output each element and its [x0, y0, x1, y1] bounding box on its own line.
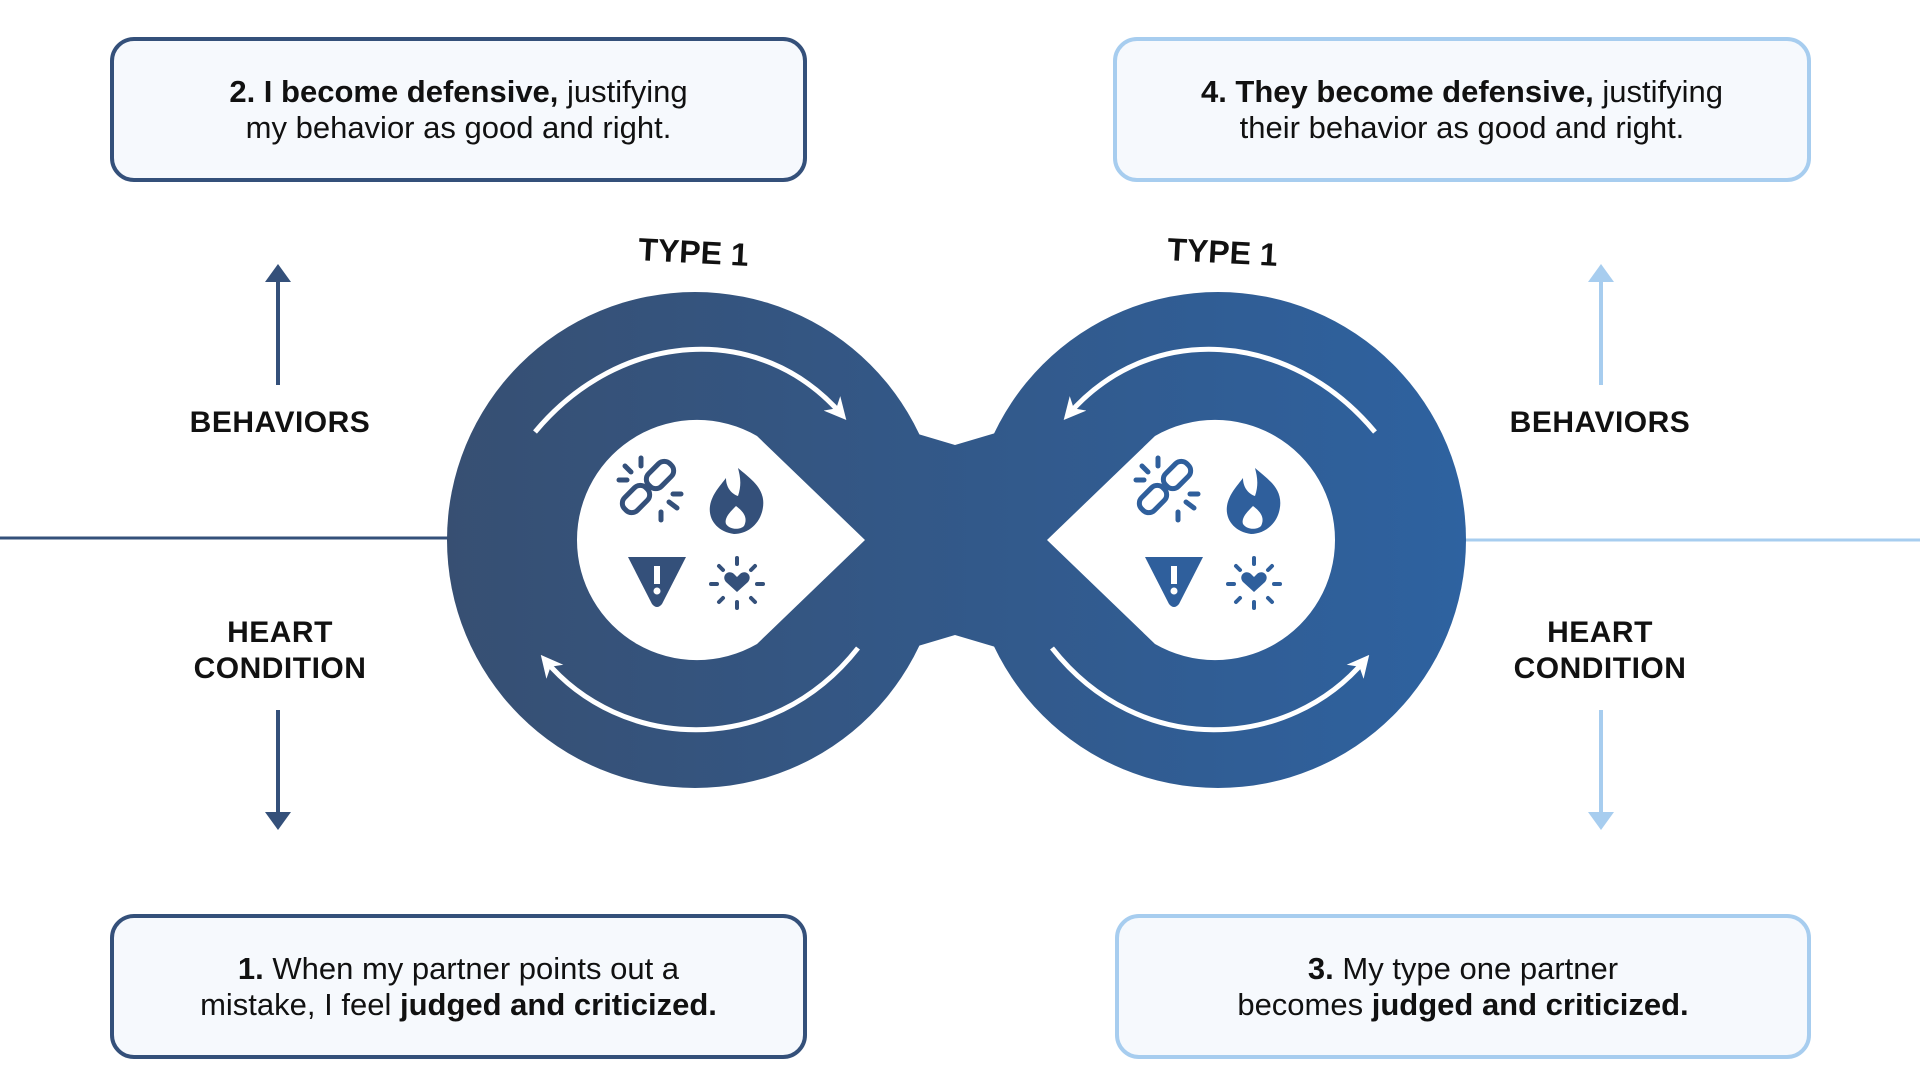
behaviors-label-right: BEHAVIORS [1480, 405, 1720, 441]
step-1-text: When my partner points out a [263, 950, 680, 986]
left-down-arrow [265, 710, 291, 830]
heart-burst-icon [709, 556, 765, 610]
type-label-right: TYPE 1 [1167, 231, 1279, 273]
step-4-bold: 4. They become defensive, [1200, 73, 1594, 109]
step-3-number: 3. [1307, 950, 1334, 986]
fire-icon [1226, 468, 1281, 534]
broken-link-icon [1133, 455, 1201, 523]
condition-text-left: CONDITION [193, 652, 367, 685]
heart-burst-icon [1226, 556, 1282, 610]
behaviors-text-right: BEHAVIORS [1509, 406, 1691, 439]
right-up-arrow [1588, 264, 1614, 385]
behaviors-text-left: BEHAVIORS [189, 406, 371, 439]
type-label-left: TYPE 1 [638, 231, 750, 273]
behaviors-label-left: BEHAVIORS [160, 405, 400, 441]
step-4-box: 4. They become defensive, justifying the… [1113, 37, 1811, 182]
loop-arrow-top-left [533, 346, 847, 434]
condition-text-right: CONDITION [1513, 652, 1687, 685]
step-3-text: My type one partner [1333, 950, 1619, 986]
step-2-text: justifying [558, 73, 688, 109]
warning-icon [628, 557, 686, 607]
step-1-bold: judged and criticized. [399, 986, 717, 1022]
step-3-line2: becomes [1237, 986, 1372, 1022]
step-1-number: 1. [237, 950, 264, 986]
heart-condition-label-right: HEART CONDITION [1480, 615, 1720, 687]
heart-condition-label-left: HEART CONDITION [160, 615, 400, 687]
left-inner-hole [577, 419, 865, 661]
loop-arrow-bottom-left [540, 646, 860, 733]
fire-icon [709, 468, 764, 534]
loop-arrow-top-right [1063, 346, 1377, 434]
step-3-box: 3. My type one partner becomes judged an… [1115, 914, 1811, 1059]
step-3-bold: judged and criticized. [1371, 986, 1689, 1022]
step-4-line2: their behavior as good and right. [1239, 109, 1685, 145]
step-4-text: justifying [1593, 73, 1724, 109]
left-up-arrow [265, 264, 291, 385]
step-2-box: 2. I become defensive, justifying my beh… [110, 37, 807, 182]
warning-icon [1145, 557, 1203, 607]
step-2-bold: 2. I become defensive, [229, 73, 559, 109]
broken-link-icon [616, 455, 684, 523]
infinity-loop [447, 292, 1466, 788]
step-1-box: 1. When my partner points out a mistake,… [110, 914, 807, 1059]
right-down-arrow [1588, 710, 1614, 830]
heart-text-left: HEART [227, 616, 333, 649]
heart-text-right: HEART [1547, 616, 1653, 649]
step-2-line2: my behavior as good and right. [245, 109, 672, 145]
loop-arrow-bottom-right [1050, 646, 1370, 733]
step-1-line2: mistake, I feel [200, 986, 400, 1022]
